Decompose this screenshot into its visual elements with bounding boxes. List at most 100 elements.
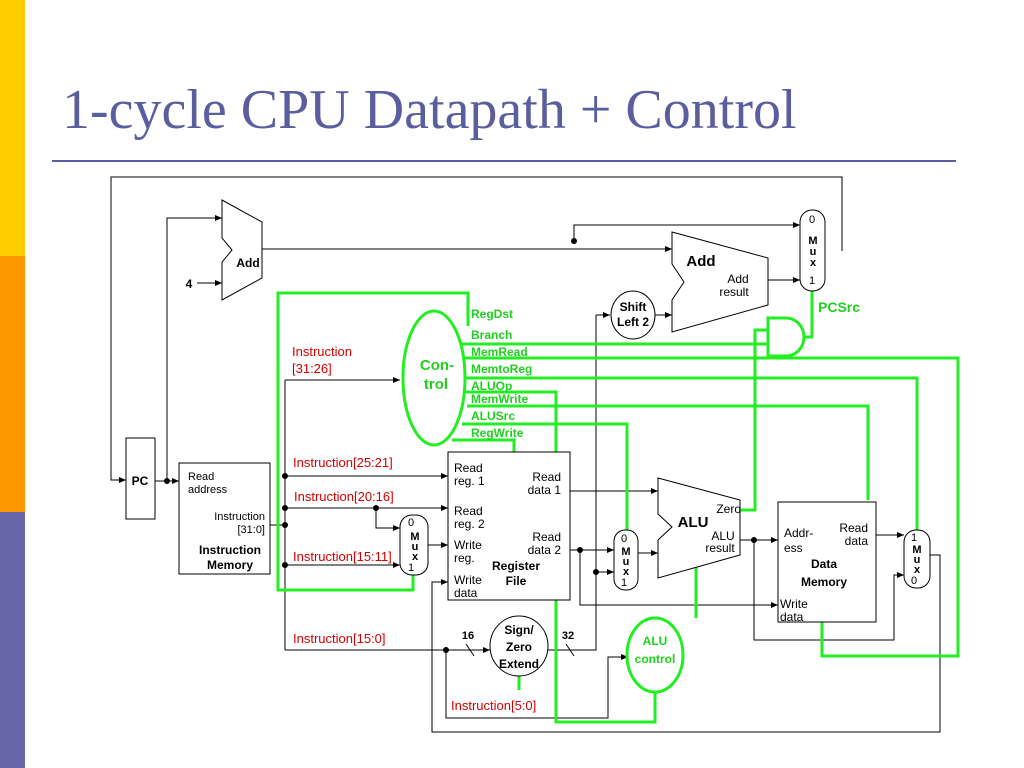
- add-result-line1: Add: [727, 272, 748, 286]
- rf-read-data2-line2: data 2: [528, 543, 562, 557]
- signal-regdst: RegDst: [471, 307, 513, 321]
- imem-read-addr-line2: address: [188, 484, 228, 496]
- dmem-write-data-line1: Write: [780, 597, 808, 611]
- stripe-purple: [0, 512, 25, 768]
- pc-adder: Add: [221, 199, 263, 301]
- alu-result-line2: result: [705, 541, 735, 555]
- pc-mux-input-1: 1: [809, 275, 815, 287]
- pc-mux-input-0: 0: [809, 214, 815, 226]
- alu-control: ALU control: [625, 616, 685, 694]
- memtoreg-mux-input-1: 1: [911, 532, 917, 544]
- rf-read-data1-line1: Read: [532, 470, 561, 484]
- signal-aluop: ALUOp: [471, 379, 512, 393]
- bus-width-16: 16: [462, 630, 474, 642]
- rf-read-reg2-line2: reg. 2: [454, 517, 485, 531]
- rf-read-reg1-line1: Read: [454, 461, 483, 475]
- register-file: Read reg. 1 Read reg. 2 Write reg. Write…: [447, 451, 571, 601]
- sign-extend-line1: Sign/: [504, 623, 534, 637]
- instr-31-26-line1: Instruction: [292, 344, 352, 359]
- rf-write-data-line1: Write: [454, 573, 482, 587]
- alu: ALU Zero ALU result: [657, 477, 741, 579]
- control-unit: Con- trol: [401, 309, 467, 447]
- sign-extend: Sign/ Zero Extend: [489, 615, 549, 677]
- instr-15-0: Instruction[15:0]: [293, 631, 386, 646]
- regdst-mux-letter-m: M: [410, 531, 419, 543]
- control-wires: [276, 290, 960, 724]
- sign-extend-line3: Extend: [499, 657, 539, 671]
- datapath-wires: [110, 176, 941, 733]
- regdst-mux-letter-x: x: [412, 551, 419, 563]
- imem-instruction-line1: Instruction: [214, 511, 265, 523]
- imem-read-addr-line1: Read: [188, 471, 214, 483]
- pc-source-mux: 0 M u x 1: [799, 209, 826, 292]
- sign-extend-line2: Zero: [506, 640, 532, 654]
- alusrc-mux-letter-x: x: [623, 566, 630, 578]
- branch-and-gate: [766, 316, 806, 358]
- signal-memwrite: MemWrite: [471, 392, 528, 406]
- instr-25-21: Instruction[25:21]: [293, 455, 393, 470]
- data-memory: Addr- ess Read data Write data Data Memo…: [777, 501, 877, 624]
- slide-title: 1-cycle CPU Datapath + Control: [62, 79, 797, 141]
- memtoreg-mux-letter-x: x: [914, 564, 921, 576]
- memtoreg-mux: 1 M u x 0: [903, 529, 931, 589]
- signal-memtoreg: MemtoReg: [471, 362, 532, 376]
- stripe-orange: [0, 256, 25, 512]
- instruction-field-labels: Instruction [31:26] Instruction[25:21] I…: [292, 344, 536, 713]
- imem-name-line2: Memory: [207, 558, 253, 572]
- rf-name-line2: File: [506, 574, 527, 588]
- dmem-address-line2: ess: [784, 541, 803, 555]
- pc-register: PC: [125, 437, 156, 520]
- alu-control-line2: control: [635, 652, 676, 666]
- signal-regwrite: RegWrite: [471, 426, 524, 440]
- instr-15-11: Instruction[15:11]: [293, 549, 392, 564]
- instr-5-0: Instruction[5:0]: [451, 698, 536, 713]
- signal-memread: MemRead: [471, 345, 528, 359]
- memtoreg-mux-letter-u: u: [914, 554, 921, 566]
- alusrc-mux-letter-u: u: [623, 556, 630, 568]
- imem-name-line1: Instruction: [199, 543, 261, 557]
- signal-alusrc: ALUSrc: [471, 409, 515, 423]
- rf-write-reg-line1: Write: [454, 538, 482, 552]
- pc-adder-label: Add: [236, 256, 259, 270]
- constant-four: 4: [186, 277, 193, 291]
- wire-arrows: [119, 215, 904, 660]
- shift-left-line1: Shift: [620, 300, 647, 314]
- regdst-mux: 0 M u x 1: [399, 514, 429, 576]
- regdst-mux-letter-u: u: [412, 541, 419, 553]
- control-line1: Con-: [420, 357, 454, 374]
- dmem-name-line1: Data: [811, 557, 837, 571]
- rf-read-reg1-line2: reg. 1: [454, 474, 485, 488]
- pcsrc-label: PCSrc: [818, 299, 860, 315]
- wire-junctions: [164, 238, 757, 653]
- shift-left-2: Shift Left 2: [610, 290, 656, 340]
- memtoreg-mux-letter-m: M: [912, 544, 921, 556]
- signal-branch: Branch: [471, 328, 512, 342]
- dmem-read-data-line1: Read: [839, 521, 868, 535]
- stripe-yellow: [0, 0, 25, 256]
- rf-read-data1-line2: data 1: [528, 483, 562, 497]
- instr-20-16: Instruction[20:16]: [294, 489, 394, 504]
- control-signal-labels: RegDst Branch MemRead MemtoReg ALUOp Mem…: [471, 307, 532, 440]
- alusrc-mux-letter-m: M: [621, 546, 630, 558]
- instruction-memory: Read address Instruction [31:0] Instruct…: [178, 462, 271, 575]
- imem-instruction-line2: [31:0]: [237, 524, 265, 536]
- regdst-mux-input-1: 1: [408, 562, 414, 574]
- dmem-write-data-line2: data: [780, 610, 804, 624]
- title-underline: [52, 160, 956, 162]
- pc-mux-letter-m: M: [808, 235, 817, 247]
- alusrc-mux-input-0: 0: [621, 533, 627, 545]
- instr-31-26-line2: [31:26]: [292, 361, 332, 376]
- dmem-name-line2: Memory: [801, 575, 847, 589]
- shift-left-line2: Left 2: [617, 315, 649, 329]
- alusrc-mux: 0 M u x 1: [613, 529, 639, 591]
- rf-read-reg2-line1: Read: [454, 504, 483, 518]
- add-result-line2: result: [719, 285, 749, 299]
- alu-control-line1: ALU: [643, 634, 668, 648]
- alu-zero-label: Zero: [716, 502, 741, 516]
- rf-name-line1: Register: [492, 559, 540, 573]
- slide-accent-stripe: [0, 0, 25, 768]
- branch-adder: Add Add result: [671, 231, 769, 333]
- rf-write-data-line2: data: [454, 586, 478, 600]
- dmem-address-line1: Addr-: [784, 526, 813, 540]
